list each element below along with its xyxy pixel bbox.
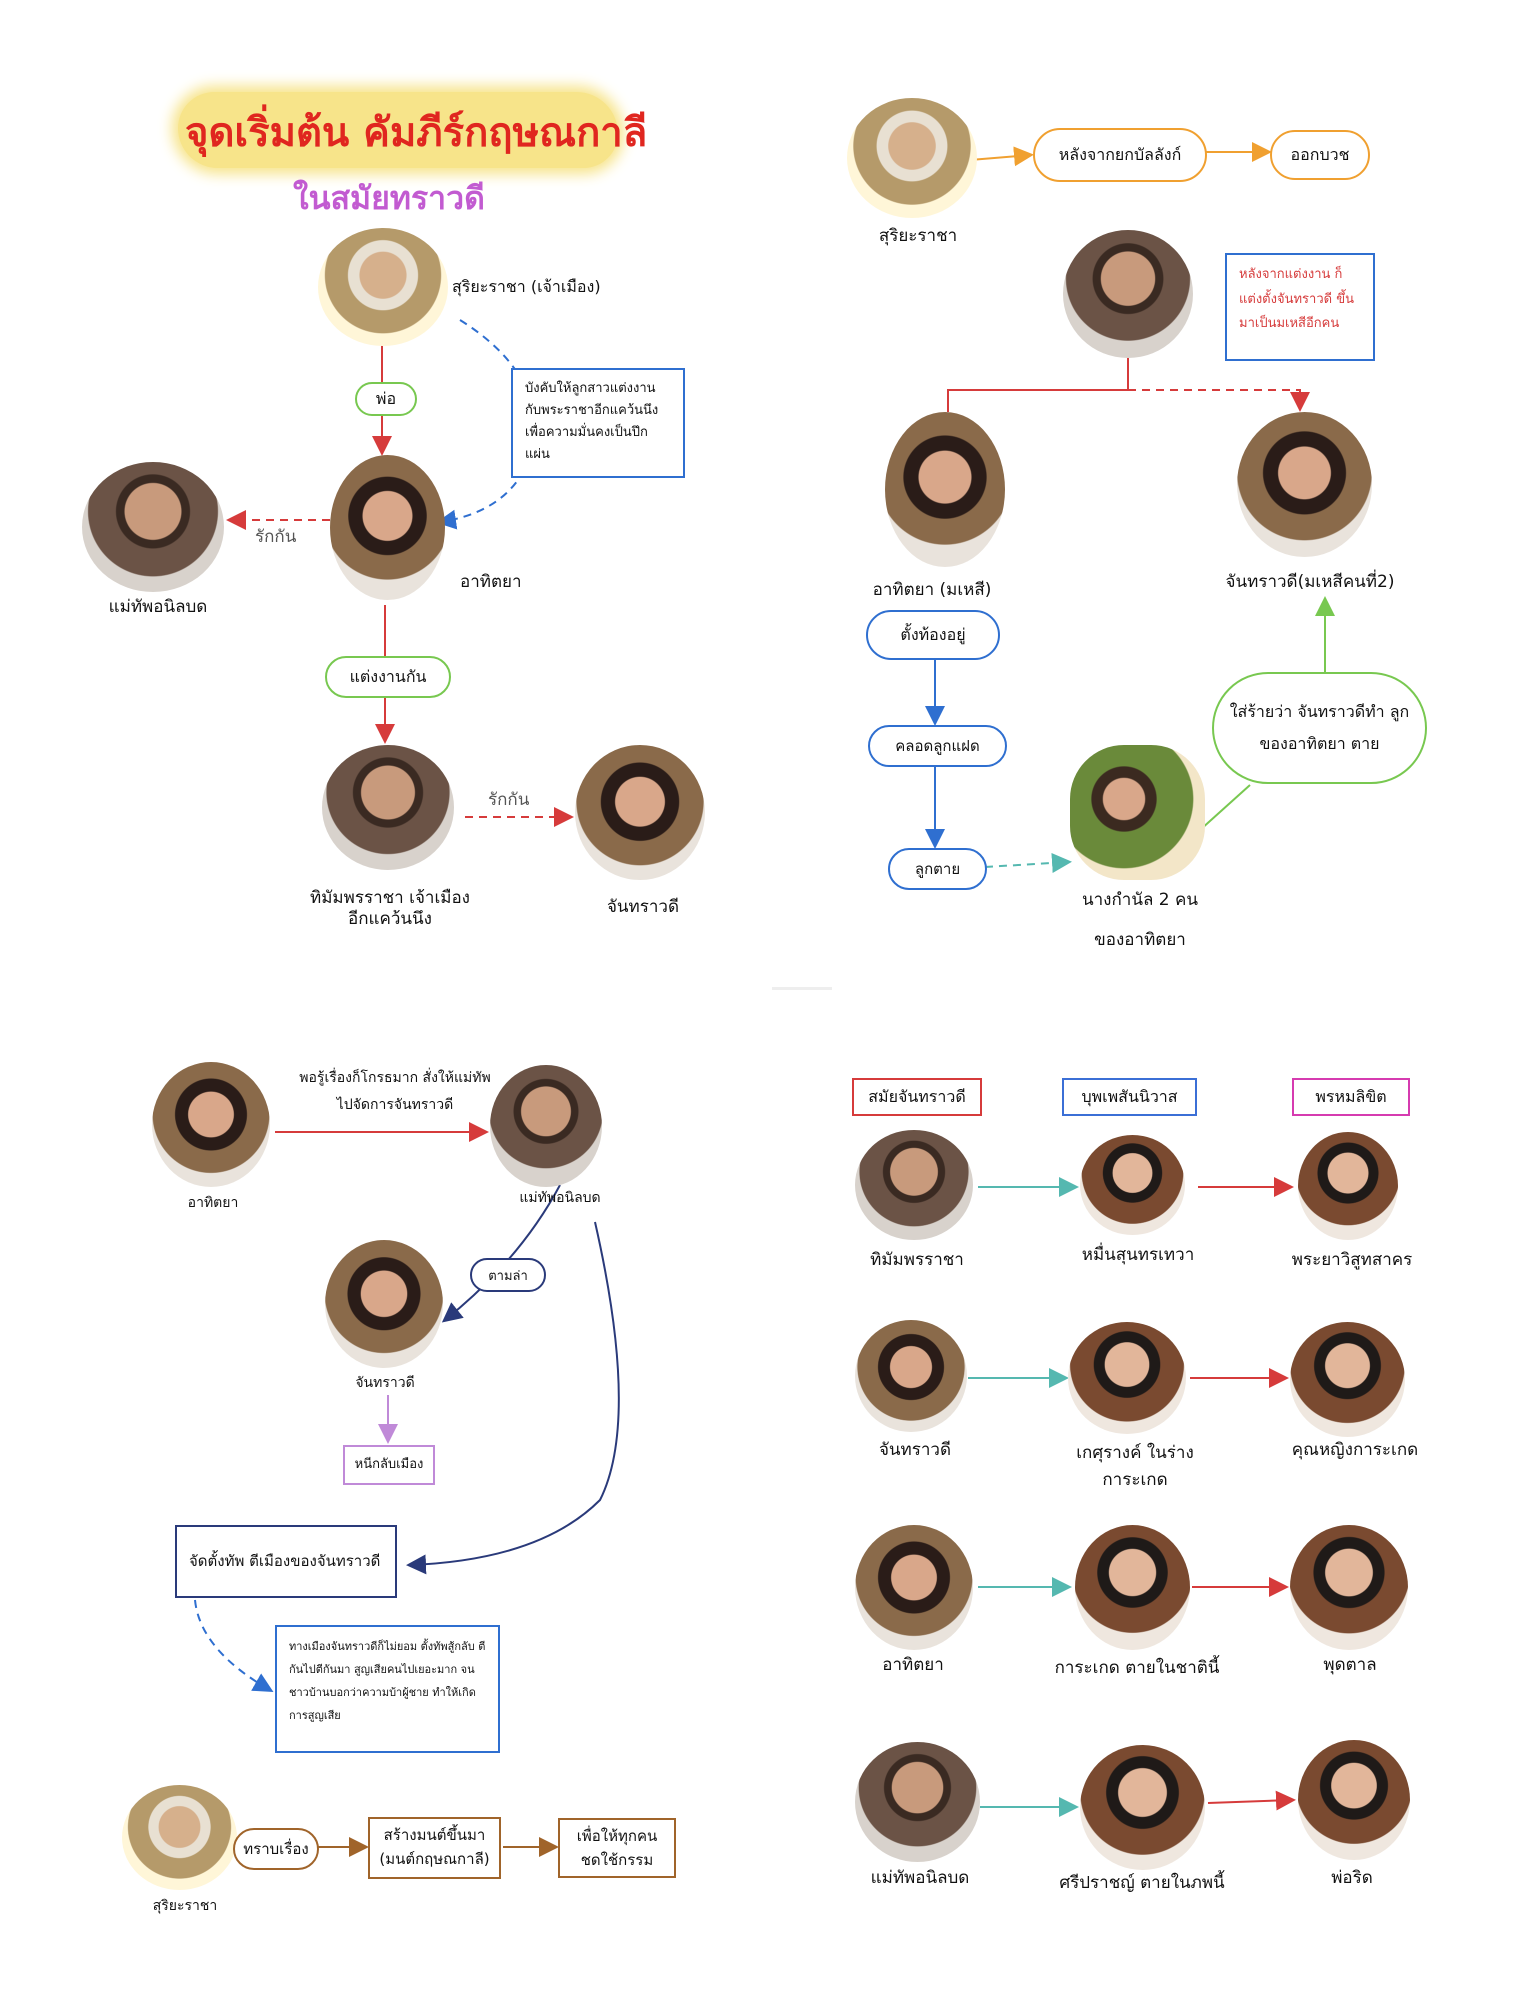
portrait-row4-col3 <box>1298 1740 1410 1860</box>
portrait-maids <box>1070 745 1205 880</box>
header-era-buppe: บุพเพสันนิวาส <box>1062 1078 1197 1116</box>
married-label: แต่งงานกัน <box>325 656 451 698</box>
row3-col1-label: อาทิตยา <box>882 1655 944 1675</box>
portrait-row2-col3 <box>1290 1322 1405 1437</box>
page-title: จุดเริ่มต้น คัมภีร์กฤษณกาลี <box>185 110 648 156</box>
page-subtitle: ในสมัยทราวดี <box>293 179 485 217</box>
order-note: บังคับให้ลูกสาวแต่งงาน กับพระราชาอีกแคว้… <box>511 368 685 478</box>
portrait-athitaya-3 <box>152 1062 270 1187</box>
portrait-himam-2 <box>1063 230 1193 358</box>
portrait-row3-col2 <box>1075 1525 1190 1650</box>
flee-label: หนีกลับเมือง <box>343 1445 435 1485</box>
portrait-himam <box>322 745 454 870</box>
love-label-2: รักกัน <box>488 790 530 810</box>
portrait-row2-col1 <box>855 1320 967 1432</box>
father-label: พ่อ <box>355 382 417 416</box>
portrait-row1-col2 <box>1080 1135 1185 1235</box>
row4-col3-label: พ่อริด <box>1331 1868 1373 1888</box>
general-label-3: แม่ทัพอนิลบด <box>519 1190 601 1206</box>
athitaya-label: อาทิตยา <box>460 572 522 592</box>
karma-label: เพื่อให้ทุกคน ชดใช้กรรม <box>558 1818 676 1878</box>
portrait-row4-col2 <box>1080 1745 1205 1870</box>
pregnant-label: ตั้งท้องอยู่ <box>866 610 1000 660</box>
war-note: ทางเมืองจันทราวดีก็ไม่ยอม ตั้งทัพสู้กลับ… <box>275 1625 500 1753</box>
portrait-chan-3 <box>325 1240 443 1368</box>
chan-label-2: จันทราวดี(มเหสีคนที่2) <box>1225 572 1395 592</box>
portrait-athitaya-2 <box>885 412 1005 567</box>
suriya-label: สุริยะราชา (เจ้าเมือง) <box>452 277 601 296</box>
suriya-label-3: สุริยะราชา <box>152 1898 218 1914</box>
maids-label-1: นางกำนัล 2 คน <box>1082 890 1198 910</box>
marry-note: หลังจากแต่งงาน ก็แต่งตั้งจันทราวดี ขึ้นม… <box>1225 253 1375 361</box>
rage-note: พอรู้เรื่องก็โกรธมาก สั่งให้แม่ทัพไปจัดก… <box>299 1070 491 1113</box>
dead-label: ลูกตาย <box>888 848 987 890</box>
portrait-chan <box>575 745 705 880</box>
chan-label-3: จันทราวดี <box>355 1375 415 1391</box>
chan-label: จันทราวดี <box>606 897 680 917</box>
army-label: จัดตั้งทัพ ตีเมืองของจันทราวดี <box>175 1525 397 1598</box>
row2-col3-label: คุณหญิงการะเกด <box>1291 1440 1419 1460</box>
after-throne-label: หลังจากยกบัลลังก์ <box>1033 128 1207 182</box>
portrait-row2-col2 <box>1068 1322 1186 1434</box>
row2-col2-label: เกศุรางค์ ในร่างการะเกด <box>1076 1443 1194 1491</box>
chase-label: ตามล่า <box>470 1258 546 1292</box>
row2-col1-label: จันทราวดี <box>878 1440 952 1460</box>
maids-label-2: ของอาทิตยา <box>1094 930 1186 950</box>
title-highlight <box>178 92 618 168</box>
row4-col1-label: แม่ทัพอนิลบด <box>870 1868 970 1888</box>
create-mantra-label: สร้างมนต์ขึ้นมา (มนต์กฤษณกาลี) <box>368 1817 501 1879</box>
portrait-suriya <box>318 228 448 346</box>
athitaya-label-3: อาทิตยา <box>187 1195 239 1211</box>
portrait-row3-col1 <box>855 1525 973 1650</box>
quadrant-divider <box>772 987 832 990</box>
portrait-general-3 <box>490 1065 602 1187</box>
row3-col3-label: พุดตาล <box>1323 1655 1377 1675</box>
portrait-suriya-2 <box>847 98 977 218</box>
row1-col1-label: ทิมัมพรราชา <box>870 1250 964 1270</box>
row1-col2-label: หมื่นสุนทรเทวา <box>1081 1245 1195 1265</box>
ordained-label: ออกบวช <box>1270 130 1370 180</box>
row1-col3-label: พระยาวิสูทสาคร <box>1291 1250 1413 1270</box>
himam-label: ทิมัมพรราชา เจ้าเมืองอีกแคว้นนึง <box>310 888 470 930</box>
header-era-prom: พรหมลิขิต <box>1292 1078 1410 1116</box>
slander-label: ใส่ร้ายว่า จันทราวดีทำ ลูกของอาทิตยา ตาย <box>1212 672 1427 784</box>
learned-label: ทราบเรื่อง <box>233 1828 319 1870</box>
portrait-row1-col1 <box>855 1130 973 1240</box>
row4-col2-label: ศรีปราชญ์ ตายในภพนี้ <box>1059 1873 1225 1893</box>
header-era-chan: สมัยจันทราวดี <box>852 1078 982 1116</box>
suriya-label-2: สุริยะราชา <box>878 226 958 246</box>
portrait-athitaya <box>330 455 445 600</box>
portrait-row3-col3 <box>1290 1525 1408 1650</box>
row3-col2-label: การะเกด ตายในชาตินี้ <box>1054 1658 1220 1678</box>
portrait-general <box>82 462 224 592</box>
portrait-row4-col1 <box>855 1742 980 1862</box>
athitaya-label-2: อาทิตยา (มเหสี) <box>872 580 992 600</box>
portrait-chan-2 <box>1237 412 1372 557</box>
love-label-1: รักกัน <box>255 527 297 547</box>
portrait-row1-col3 <box>1298 1132 1398 1240</box>
twins-label: คลอดลูกแฝด <box>868 725 1007 767</box>
portrait-suriya-3 <box>122 1785 237 1890</box>
general-label: แม่ทัพอนิลบด <box>108 597 208 617</box>
